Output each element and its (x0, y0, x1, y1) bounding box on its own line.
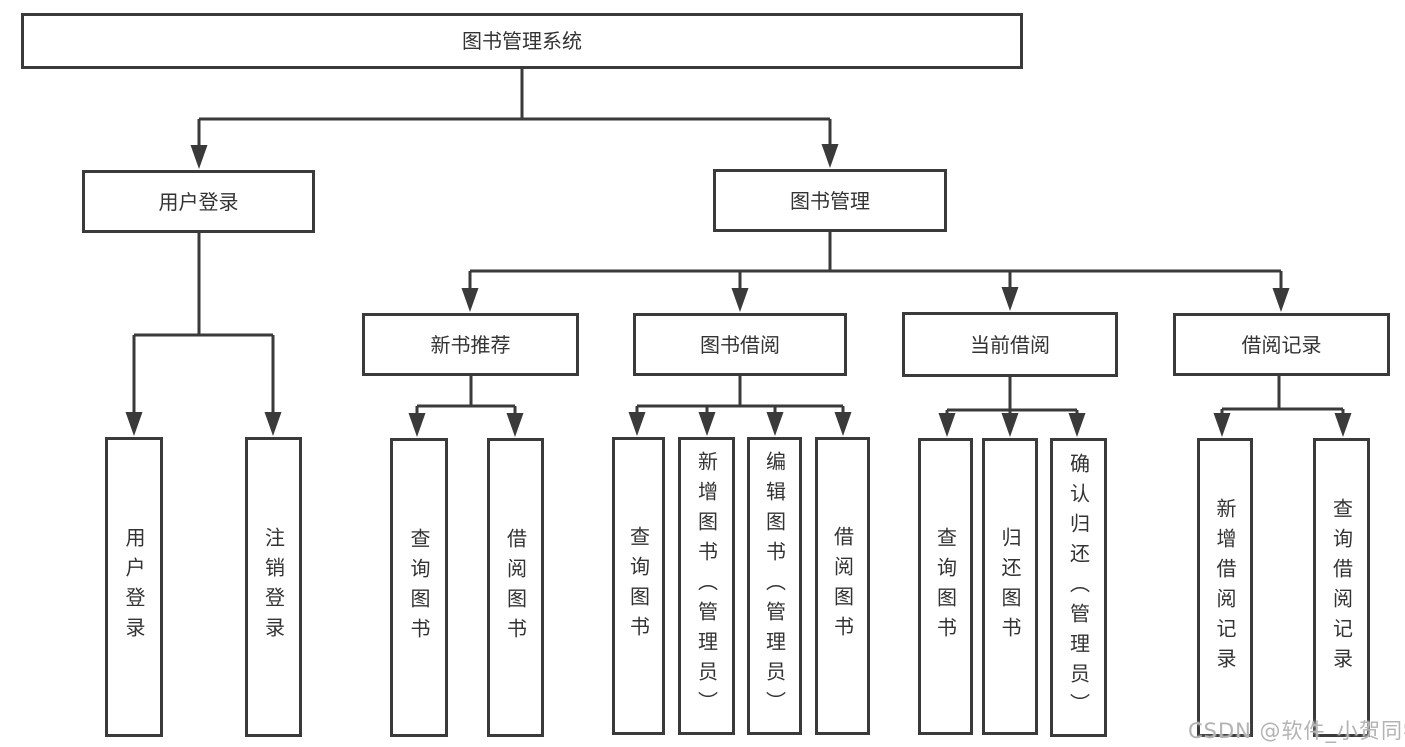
leaf-query-borrow-record: 查询借阅记录 (1313, 438, 1370, 737)
node-label: 借阅记录 (1241, 332, 1322, 357)
node-label: 用户登录 (158, 189, 239, 214)
node-label: 查询图书 (407, 527, 431, 648)
node-current-borrowing: 当前借阅 (902, 312, 1118, 377)
leaf-add-books-admin: 新增图书（管理员） (678, 437, 735, 735)
leaf-query-books-recommend: 查询图书 (390, 438, 448, 737)
node-label: 查询借阅记录 (1329, 497, 1354, 678)
leaf-query-books-current: 查询图书 (918, 438, 973, 735)
node-label: 图书管理系统 (462, 29, 582, 53)
leaf-user-login: 用户登录 (105, 437, 163, 737)
node-borrowing-records: 借阅记录 (1173, 313, 1390, 376)
leaf-edit-books-admin: 编辑图书（管理员） (747, 437, 802, 735)
node-label: 图书借阅 (700, 332, 780, 357)
node-label: 图书管理 (790, 188, 870, 213)
node-label: 新书推荐 (430, 332, 511, 357)
leaf-add-borrow-record: 新增借阅记录 (1197, 438, 1253, 737)
node-label: 新增借阅记录 (1213, 497, 1237, 678)
leaf-borrow-books-recommend: 借阅图书 (487, 438, 544, 737)
node-label: 确认归还（管理员） (1066, 452, 1091, 723)
node-book-management: 图书管理 (713, 169, 947, 232)
node-label: 注销登录 (261, 527, 286, 647)
leaf-borrow-books: 借阅图书 (815, 437, 870, 735)
leaf-logout-login: 注销登录 (245, 437, 302, 737)
node-label: 借阅图书 (830, 526, 855, 646)
node-label: 查询图书 (933, 526, 958, 647)
node-label: 当前借阅 (970, 332, 1050, 357)
leaf-query-books-borrowing: 查询图书 (612, 437, 665, 735)
node-label: 查询图书 (626, 526, 651, 646)
node-new-book-recommendation: 新书推荐 (362, 313, 579, 376)
node-label: 编辑图书（管理员） (762, 451, 787, 721)
node-book-borrowing: 图书借阅 (633, 313, 847, 376)
node-label: 新增图书（管理员） (694, 451, 719, 721)
node-label: 归还图书 (998, 526, 1022, 647)
leaf-return-books: 归还图书 (982, 438, 1038, 735)
node-library-management-system: 图书管理系统 (21, 13, 1023, 69)
node-label: 用户登录 (122, 527, 146, 647)
node-user-login: 用户登录 (82, 170, 315, 233)
watermark: CSDN @软件_小贺同学 (1188, 719, 1405, 743)
leaf-confirm-return-admin: 确认归还（管理员） (1050, 438, 1107, 737)
node-label: 借阅图书 (503, 527, 528, 648)
